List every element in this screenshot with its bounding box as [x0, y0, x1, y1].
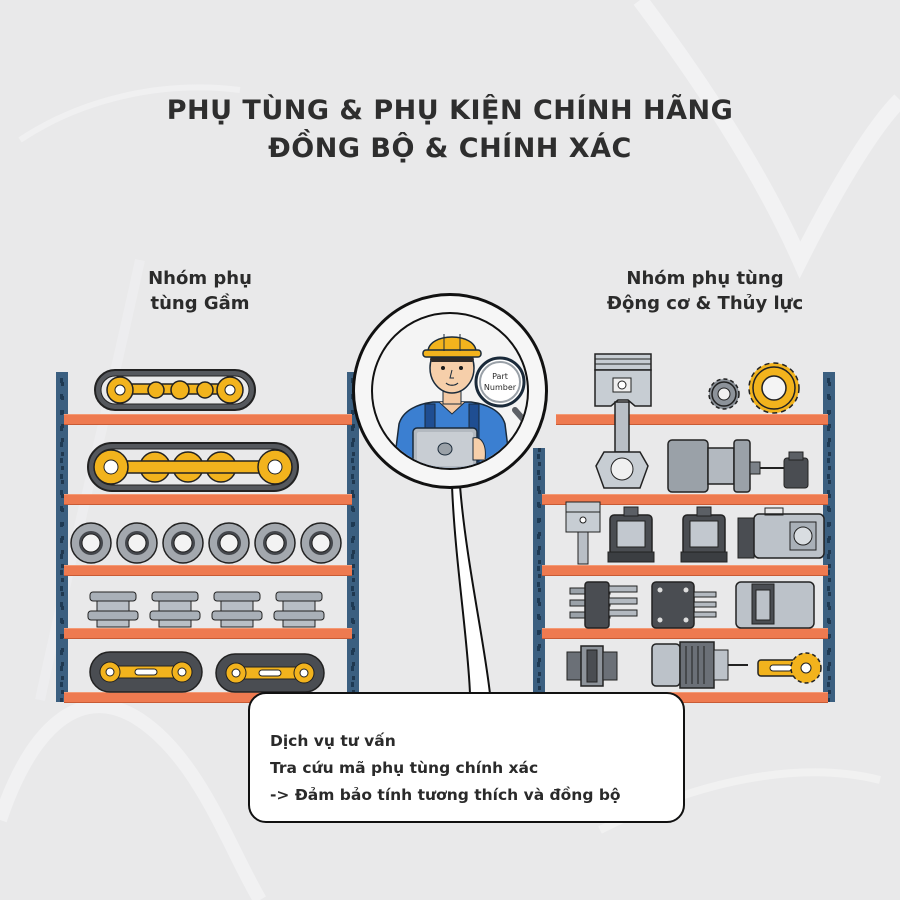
gear-small-icon	[708, 378, 740, 410]
technician-badge: Part Number	[352, 293, 548, 489]
engine-label-line-2: Động cơ & Thủy lực	[606, 293, 804, 314]
shelf-beam	[556, 414, 828, 425]
shelf-beam	[64, 414, 352, 425]
hydraulic-pump-icon	[737, 507, 825, 559]
valve-block-icon	[607, 506, 655, 563]
shelf-beam	[542, 565, 828, 576]
page-title: PHỤ TÙNG & PHỤ KIỆN CHÍNH HÃNG ĐỒNG BỘ &…	[0, 92, 900, 168]
shelf-beam	[64, 494, 352, 505]
technician-illustration: Part Number	[392, 334, 527, 468]
shelf-beam	[64, 628, 352, 639]
shelf-beam	[542, 494, 828, 505]
engine-label-line-1: Nhóm phụ tùng	[626, 268, 784, 289]
rack-post	[56, 372, 68, 702]
hydraulic-cylinder-icon	[667, 439, 809, 493]
magnifier-label-part: Part	[492, 372, 508, 381]
electric-motor-icon	[651, 641, 748, 689]
engine-hydraulic-group-label: Nhóm phụ tùng Động cơ & Thủy lực	[570, 266, 840, 316]
undercarriage-label-line-1: Nhóm phụ	[148, 268, 252, 289]
magnifier-label-number: Number	[484, 383, 517, 392]
hard-hat-icon	[422, 334, 482, 358]
bushings-icon	[87, 591, 325, 628]
shelf-beam	[542, 628, 828, 639]
track-roller-frame-large-icon	[87, 442, 299, 492]
undercarriage-label-line-2: tùng Gầm	[150, 293, 250, 314]
title-line-2: ĐỒNG BỘ & CHÍNH XÁC	[268, 133, 632, 164]
callout-line-service: Dịch vụ tư vấn	[270, 732, 396, 750]
track-frames-icon	[89, 651, 325, 693]
piston-small-icon	[565, 501, 601, 565]
callout-line-lookup: Tra cứu mã phụ tùng chính xác	[270, 759, 539, 777]
rack-post	[533, 448, 545, 702]
piston-connecting-rod-icon	[594, 353, 652, 489]
callout-line-compatibility: -> Đảm bảo tính tương thích và đồng bộ	[270, 786, 621, 804]
rack-post	[823, 372, 835, 702]
consulting-callout: Dịch vụ tư vấn Tra cứu mã phụ tùng chính…	[248, 692, 685, 823]
tablet-icon	[412, 427, 486, 468]
valve-block-icon	[680, 506, 728, 563]
sprocket-arm-icon	[757, 652, 822, 684]
undercarriage-group-label: Nhóm phụ tùng Gầm	[100, 266, 300, 316]
pump-housing-icon	[735, 581, 815, 629]
control-valve-icon	[651, 581, 717, 629]
gear-large-icon	[748, 362, 800, 414]
callout-text: Dịch vụ tư vấn Tra cứu mã phụ tùng chính…	[270, 728, 621, 809]
technician-portrait: Part Number	[371, 312, 529, 470]
track-roller-frame-small-icon	[94, 369, 256, 411]
shelf-beam	[64, 565, 352, 576]
magnifier-icon: Part Number	[474, 356, 527, 429]
title-line-1: PHỤ TÙNG & PHỤ KIỆN CHÍNH HÃNG	[166, 95, 734, 126]
idler-rings-icon	[70, 522, 342, 564]
coupling-icon	[566, 645, 618, 687]
manifold-icon	[569, 581, 638, 629]
